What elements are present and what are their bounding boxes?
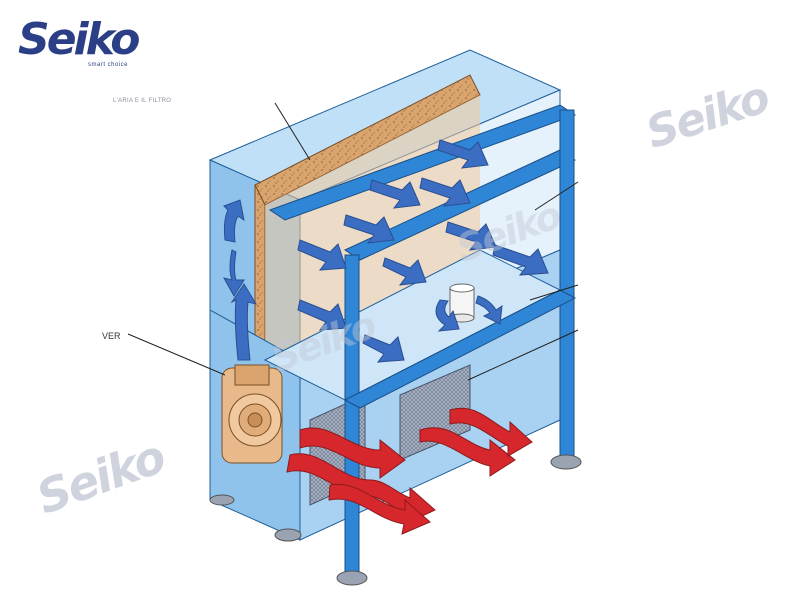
dirty-air-arrows [286, 407, 533, 535]
brand-logo: Seiko smart choice [18, 14, 158, 78]
callout-lines [127, 102, 579, 381]
blower-fan [221, 364, 283, 464]
top-callout-label: L'ARIA E IL FILTRO [113, 98, 172, 104]
fan-callout-label: VER [102, 331, 121, 341]
cabinet-feet [209, 454, 582, 586]
frame [268, 104, 577, 576]
logo-tagline: smart choice [88, 62, 129, 68]
logo-wordmark: Seiko [18, 14, 141, 65]
beaker-object [449, 283, 475, 323]
clean-air-arrows [223, 139, 549, 363]
